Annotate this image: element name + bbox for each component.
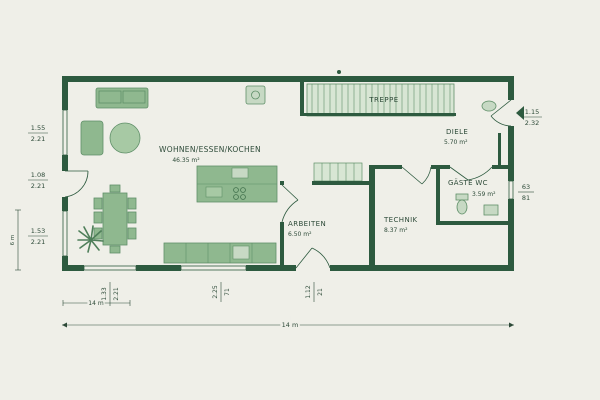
room-technik-area: 8.37 m² [384,227,408,234]
svg-text:1.08: 1.08 [31,171,45,179]
toilet-icon [455,193,469,215]
svg-text:1.55: 1.55 [31,124,45,132]
svg-text:2.21: 2.21 [31,238,45,246]
stairs [306,83,455,117]
room-technik-name: TECHNIK [383,216,418,224]
room-living-name: WOHNEN/ESSEN/KOCHEN [159,145,261,154]
room-hall-area: 5.70 m² [444,139,468,146]
svg-text:2.21: 2.21 [31,135,45,143]
svg-text:2.25: 2.25 [212,285,219,299]
svg-text:1.53: 1.53 [31,227,45,235]
svg-text:2.32: 2.32 [525,119,539,127]
svg-text:14 m: 14 m [88,300,104,307]
svg-text:1.12: 1.12 [305,285,312,299]
svg-text:63: 63 [522,183,530,191]
svg-text:1.33: 1.33 [101,287,108,301]
dimension-left-bottom: 1.53 2.21 [28,227,48,246]
room-living-area: 46.35 m² [172,157,200,164]
room-wc-name: GÄSTE WC [448,178,488,187]
entrance-arrow-icon [516,106,524,120]
dimension-left-top: 1.55 2.21 [28,124,48,143]
dimension-bottom-win2: 2.25 71 [212,282,231,302]
hall-fixture [481,100,497,112]
dimension-wc-window: 63 81 [518,183,534,202]
svg-text:21: 21 [317,288,324,296]
dining-table [93,184,137,254]
dimension-entry: 1.15 2.32 [522,108,542,127]
svg-text:6 m: 6 m [10,235,16,246]
svg-text:71: 71 [224,288,231,296]
stair-flight-small [313,162,363,182]
room-work-name: ARBEITEN [288,220,326,228]
svg-text:2.21: 2.21 [31,182,45,190]
kitchen-counter [163,242,277,264]
dimension-bottom-win3: 1.12 21 [305,282,324,302]
doors [64,99,512,269]
sofa [95,87,149,109]
dimension-bottom-left: 14 m [62,299,131,309]
kitchen-island [196,165,278,203]
svg-text:2.21: 2.21 [113,287,120,301]
room-work-area: 6.50 m² [288,231,312,238]
room-stairs-name: TREPPE [368,96,398,104]
room-hall-name: DIELE [446,128,468,136]
walls [62,76,514,271]
wc-sink [483,204,499,216]
dimension-side-height: 6 m [10,209,21,271]
armchair [80,120,104,156]
room-wc-area: 3.59 m² [472,191,496,198]
dimension-total-width: 14 m [62,319,514,331]
windows [62,109,514,271]
top-marker [337,70,341,74]
dimension-left-mid: 1.08 2.21 [28,171,48,190]
stove-icon [245,85,266,105]
coffee-table [109,122,141,154]
svg-text:14 m: 14 m [282,321,299,329]
dimension-bottom-win1: 1.33 2.21 [101,282,120,306]
plant-icon [77,225,104,253]
svg-text:1.15: 1.15 [525,108,539,116]
svg-text:81: 81 [522,194,530,202]
